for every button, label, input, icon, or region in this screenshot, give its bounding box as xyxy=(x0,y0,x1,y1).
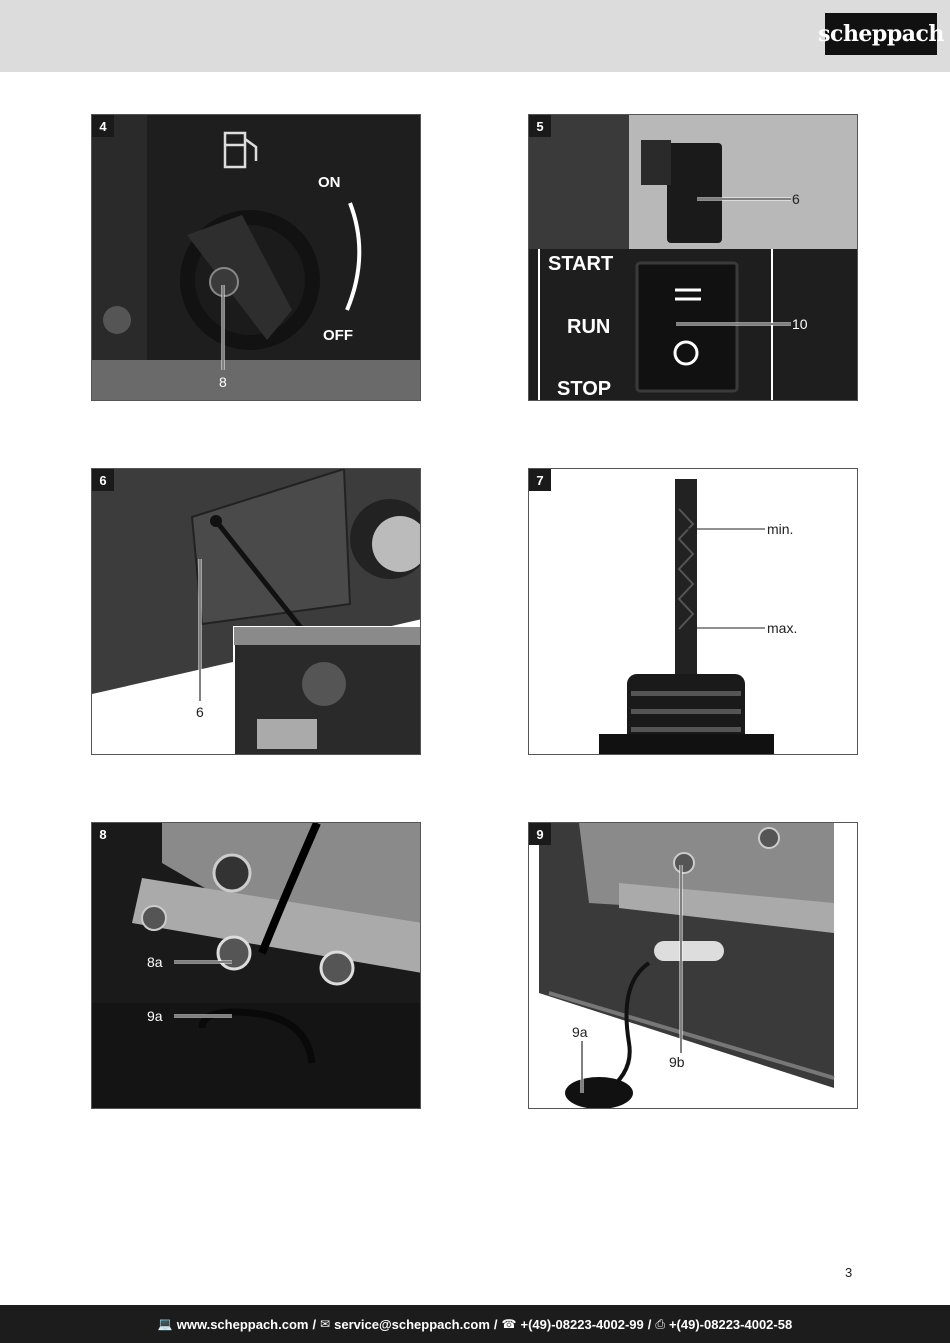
callout-10: 10 xyxy=(792,316,808,332)
phone-icon: ☎ xyxy=(501,1317,517,1331)
fax-number: +(49)-08223-4002-58 xyxy=(668,1316,793,1332)
phone-number: +(49)-08223-4002-99 xyxy=(520,1316,644,1332)
figure-4: 4 ON OFF 8 xyxy=(91,114,421,401)
fax-icon: ⎙ xyxy=(655,1316,665,1331)
run-label: RUN xyxy=(567,316,610,338)
callout-9a: 9a xyxy=(147,1008,163,1024)
figure-9: 9 9a 9b xyxy=(528,822,858,1109)
figure-5: 5 6 START RUN STOP 10 xyxy=(528,114,858,401)
figure-number: 4 xyxy=(92,115,114,137)
figure-7: 7 min. max. xyxy=(528,468,858,755)
stop-label: STOP xyxy=(557,378,611,400)
oil-drain-tube-photo: 9a 9b xyxy=(529,823,857,1108)
separator: / xyxy=(647,1316,652,1332)
figure-number: 8 xyxy=(92,823,114,845)
email-link[interactable]: service@scheppach.com xyxy=(334,1316,490,1332)
start-label: START xyxy=(548,253,613,275)
header-band xyxy=(0,0,950,72)
envelope-icon: ✉ xyxy=(320,1317,331,1331)
figure-number: 6 xyxy=(92,469,114,491)
on-label: ON xyxy=(318,174,341,191)
fuel-valve-photo: ON OFF 8 xyxy=(92,115,420,400)
website-link[interactable]: www.scheppach.com xyxy=(176,1316,309,1332)
switch-photo: 6 START RUN STOP 10 xyxy=(529,115,857,400)
fuel-pump-icon xyxy=(223,131,258,169)
laptop-icon: 💻 xyxy=(157,1317,173,1331)
callout-9a: 9a xyxy=(572,1024,588,1040)
callout-8: 8 xyxy=(219,374,227,390)
figure-8: 8 8a 9a xyxy=(91,822,421,1109)
off-label: OFF xyxy=(323,327,353,344)
callout-6: 6 xyxy=(196,704,204,720)
footer: 💻 www.scheppach.com / ✉ service@scheppac… xyxy=(0,1305,950,1343)
dipstick-photo: min. max. xyxy=(529,469,857,754)
separator: / xyxy=(312,1316,317,1332)
figure-number: 7 xyxy=(529,469,551,491)
figure-number: 9 xyxy=(529,823,551,845)
service-cover-photo: 6 xyxy=(92,469,420,754)
scheppach-logo: scheppach xyxy=(818,13,944,55)
oil-drain-photo: 8a 9a xyxy=(92,823,420,1108)
min-label: min. xyxy=(767,521,793,537)
page-number: 3 xyxy=(845,1265,853,1280)
separator: / xyxy=(493,1316,498,1332)
figure-number: 5 xyxy=(529,115,551,137)
callout-9b: 9b xyxy=(669,1054,685,1070)
callout-8a: 8a xyxy=(147,954,163,970)
callout-6: 6 xyxy=(792,191,800,207)
max-label: max. xyxy=(767,620,797,636)
figure-6: 6 6 xyxy=(91,468,421,755)
